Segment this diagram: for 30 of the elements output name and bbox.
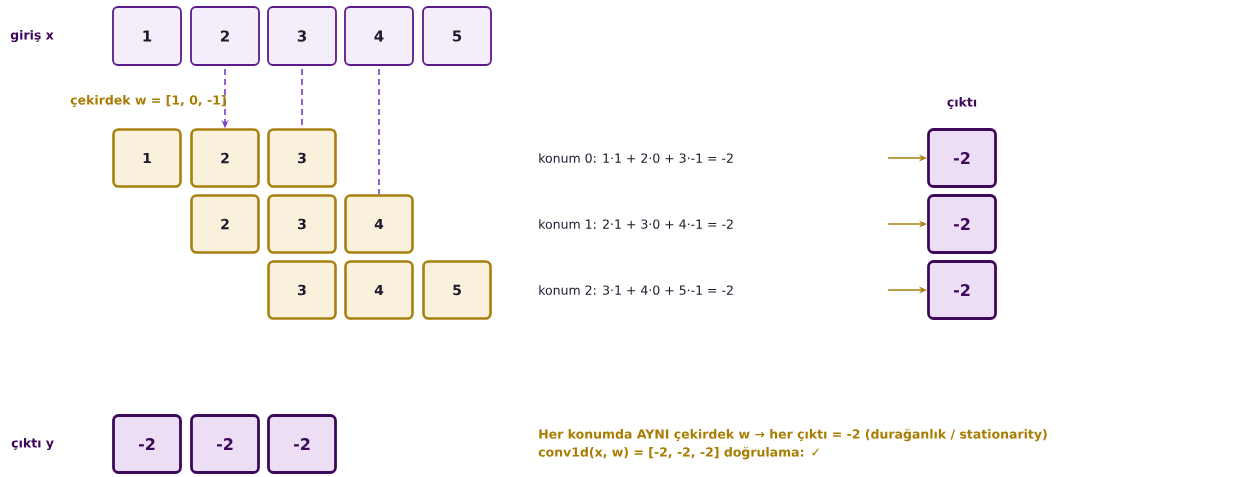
row-label: çıktı y bbox=[11, 437, 54, 451]
output-cell: -2 bbox=[190, 414, 260, 474]
column-heading: çıktı bbox=[947, 97, 977, 109]
kernel-cell: 4 bbox=[344, 260, 414, 320]
equation-text: konum 1: 2·1 + 3·0 + 4·-1 = -2 bbox=[539, 219, 733, 229]
output-cell: -2 bbox=[927, 260, 997, 320]
dashed-line bbox=[378, 68, 380, 195]
equation-text: konum 0: 1·1 + 2·0 + 3·-1 = -2 bbox=[539, 153, 733, 163]
kernel-cell: 5 bbox=[422, 260, 492, 320]
output-cell: -2 bbox=[267, 414, 337, 474]
note-text: conv1d(x, w) = [-2, -2, -2] doğrulama: ✓ bbox=[538, 446, 819, 460]
output-cell: -2 bbox=[112, 414, 182, 474]
kernel-label: çekirdek w = [1, 0, -1] bbox=[70, 95, 226, 107]
row-label: giriş x bbox=[10, 29, 54, 43]
equation-text: konum 2: 3·1 + 4·0 + 5·-1 = -2 bbox=[539, 285, 733, 295]
input-cell: 2 bbox=[190, 6, 260, 66]
kernel-cell: 3 bbox=[267, 128, 337, 188]
output-cell: -2 bbox=[927, 194, 997, 254]
kernel-cell: 3 bbox=[267, 194, 337, 254]
kernel-cell: 3 bbox=[267, 260, 337, 320]
kernel-cell: 2 bbox=[190, 128, 260, 188]
note-text: Her konumda AYNI çekirdek w → her çıktı = -2 (durağanlık / stationarity) bbox=[539, 428, 1047, 442]
kernel-cell: 4 bbox=[344, 194, 414, 254]
kernel-cell: 1 bbox=[112, 128, 182, 188]
input-cell: 4 bbox=[344, 6, 414, 66]
input-cell: 3 bbox=[267, 6, 337, 66]
output-cell: -2 bbox=[927, 128, 997, 188]
kernel-cell: 2 bbox=[190, 194, 260, 254]
input-cell: 1 bbox=[112, 6, 182, 66]
input-cell: 5 bbox=[422, 6, 492, 66]
